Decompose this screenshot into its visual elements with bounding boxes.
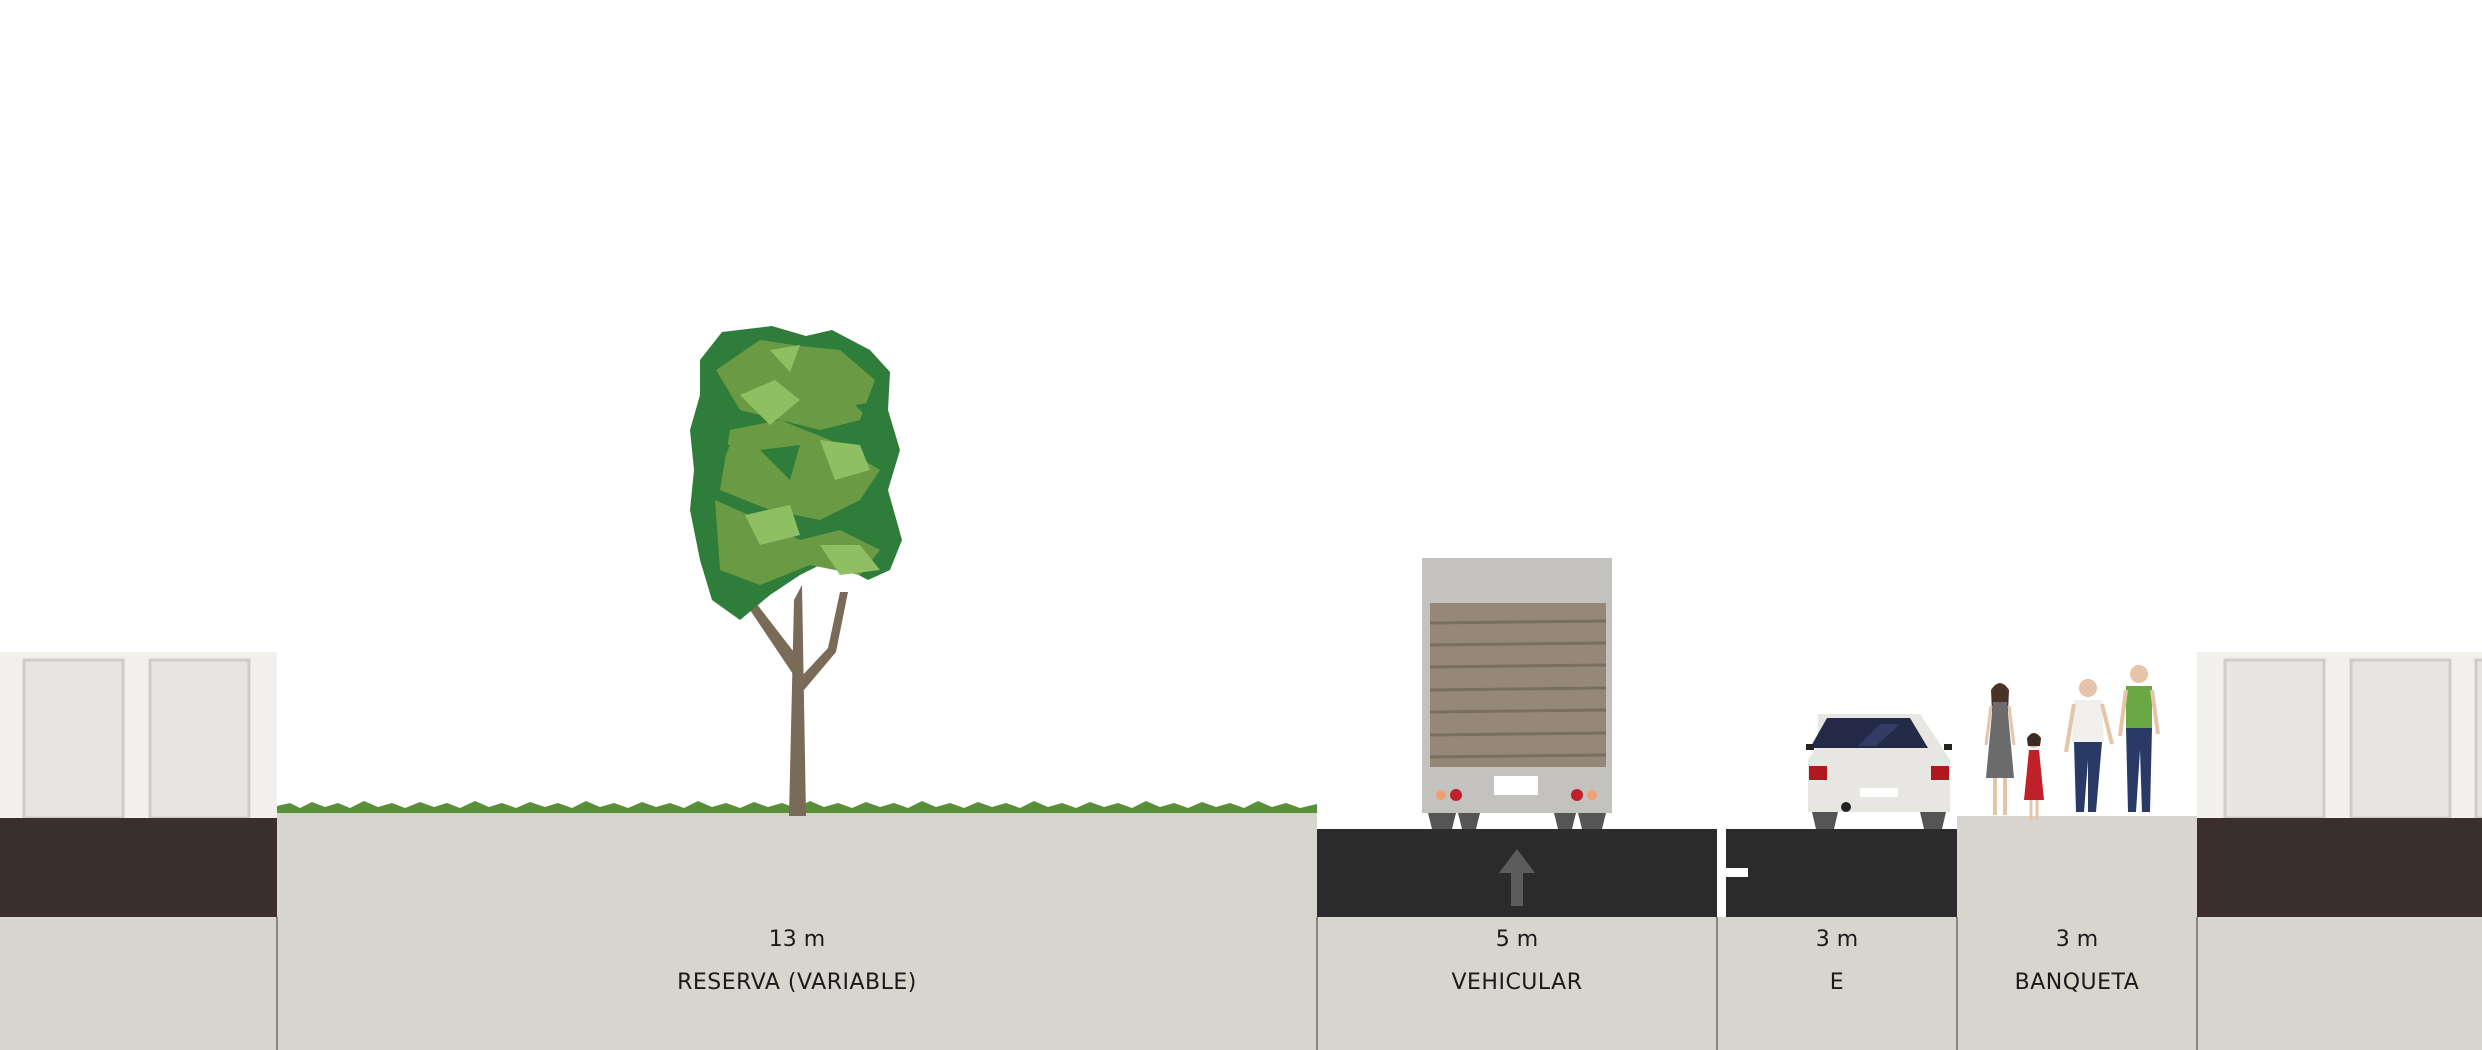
segment-name: BANQUETA xyxy=(2014,970,2140,995)
segment-width: 13 m xyxy=(768,927,826,952)
tree-icon xyxy=(690,326,902,816)
reserva-segment xyxy=(277,801,1317,1050)
banqueta-curb xyxy=(1957,816,2197,1050)
segment-width: 5 m xyxy=(1495,927,1539,952)
segment-separators xyxy=(276,917,2198,1050)
arrow-up-icon xyxy=(1499,849,1535,906)
segment-label-e: 3 m E xyxy=(1717,917,1957,1003)
left-building xyxy=(0,652,277,917)
right-building xyxy=(2197,652,2482,917)
vehicular-lane xyxy=(1317,829,1717,917)
segment-label-reserva: 13 m RESERVA (VARIABLE) xyxy=(277,917,1317,1003)
pedestrians-icon xyxy=(1984,665,2160,820)
segment-width: 3 m xyxy=(1815,927,1859,952)
segment-name: VEHICULAR xyxy=(1451,970,1583,995)
segment-label-banqueta: 3 m BANQUETA xyxy=(1957,917,2197,1003)
segment-label-vehicular: 5 m VEHICULAR xyxy=(1317,917,1717,1003)
truck-icon xyxy=(1422,558,1612,829)
e-lane xyxy=(1717,829,1957,917)
car-icon xyxy=(1806,714,1952,829)
segment-name: E xyxy=(1829,970,1845,995)
grass-strip xyxy=(277,801,1317,813)
segment-width: 3 m xyxy=(2055,927,2099,952)
segment-name: RESERVA (VARIABLE) xyxy=(677,970,917,995)
